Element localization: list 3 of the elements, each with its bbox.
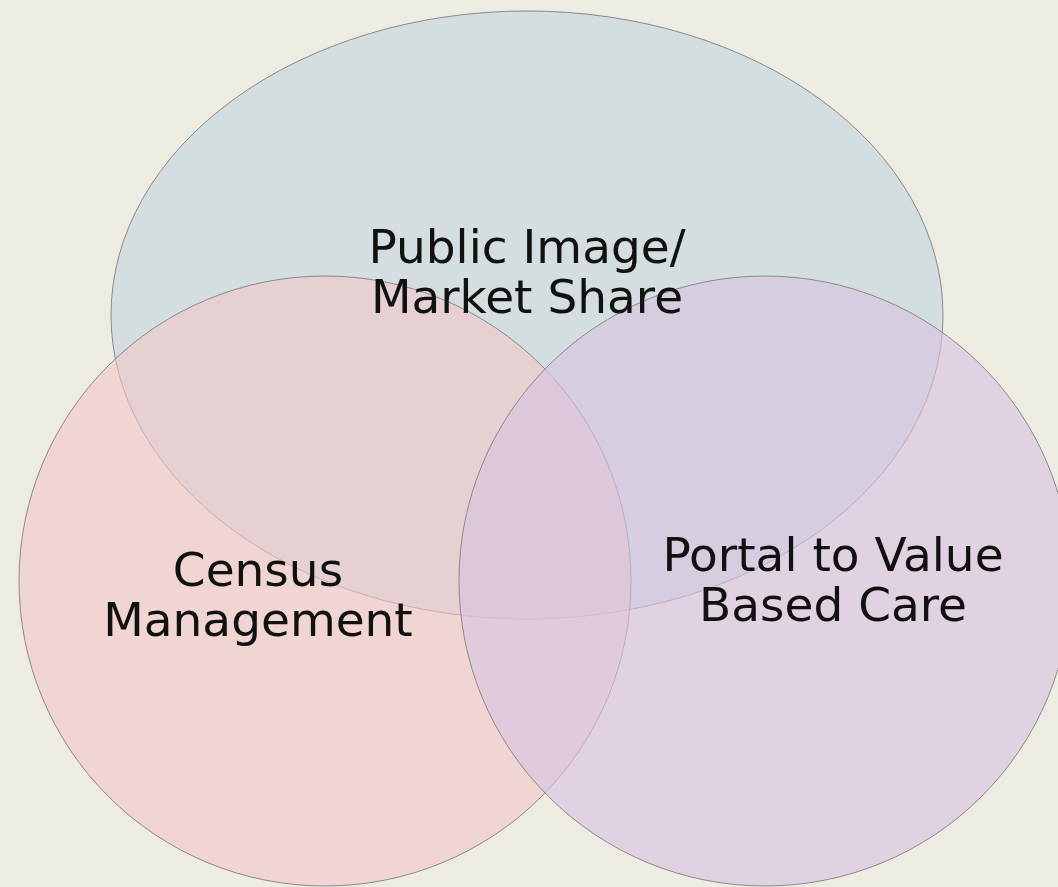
circle-label: Portal to Value Based Care: [661, 530, 1005, 630]
circle-label: Census Management: [102, 545, 414, 645]
circle-label: Public Image/ Market Share: [367, 222, 687, 322]
